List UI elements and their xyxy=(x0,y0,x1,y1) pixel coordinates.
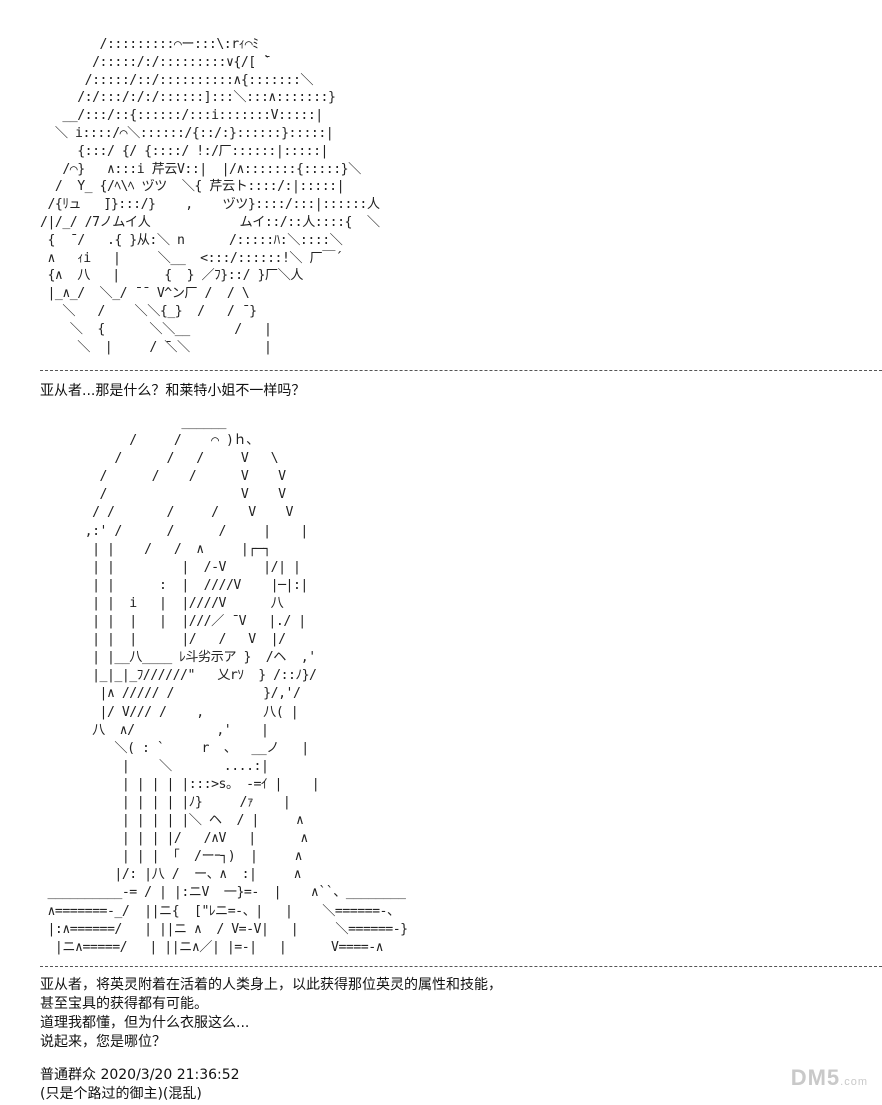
dialogue-line-5: 说起来，您是哪位？ xyxy=(40,1034,166,1050)
post-note: (只是个路过的御主)(混乱) xyxy=(40,1086,202,1102)
post-author: 普通群众 xyxy=(40,1067,96,1083)
divider-bottom xyxy=(40,966,882,967)
dialogue-line-4: 道理我都懂，但为什么衣服这么... xyxy=(40,1015,250,1031)
ascii-art-bottom: ______ / / ⌒ )ｈ、 / / / V \ / / / V V / V… xyxy=(47,415,408,955)
dialogue-line-3: 甚至宝具的获得都有可能。 xyxy=(40,996,208,1012)
divider-top xyxy=(40,370,882,371)
dm5-watermark-logo: DM5.com xyxy=(790,1065,868,1090)
dialogue-line-1: 亚从者...那是什么？和莱特小姐不一样吗？ xyxy=(40,383,306,399)
ascii-art-top: /:::::::::⌒ー:::\:rｨ⌒ﾐ /:::::/:/:::::::::… xyxy=(40,37,380,355)
post-meta: 普通群众 2020/3/20 21:36:52 xyxy=(40,1066,240,1085)
post-timestamp: 2020/3/20 21:36:52 xyxy=(100,1067,240,1083)
dialogue-line-2: 亚从者，将英灵附着在活着的人类身上，以此获得那位英灵的属性和技能， xyxy=(40,977,502,993)
